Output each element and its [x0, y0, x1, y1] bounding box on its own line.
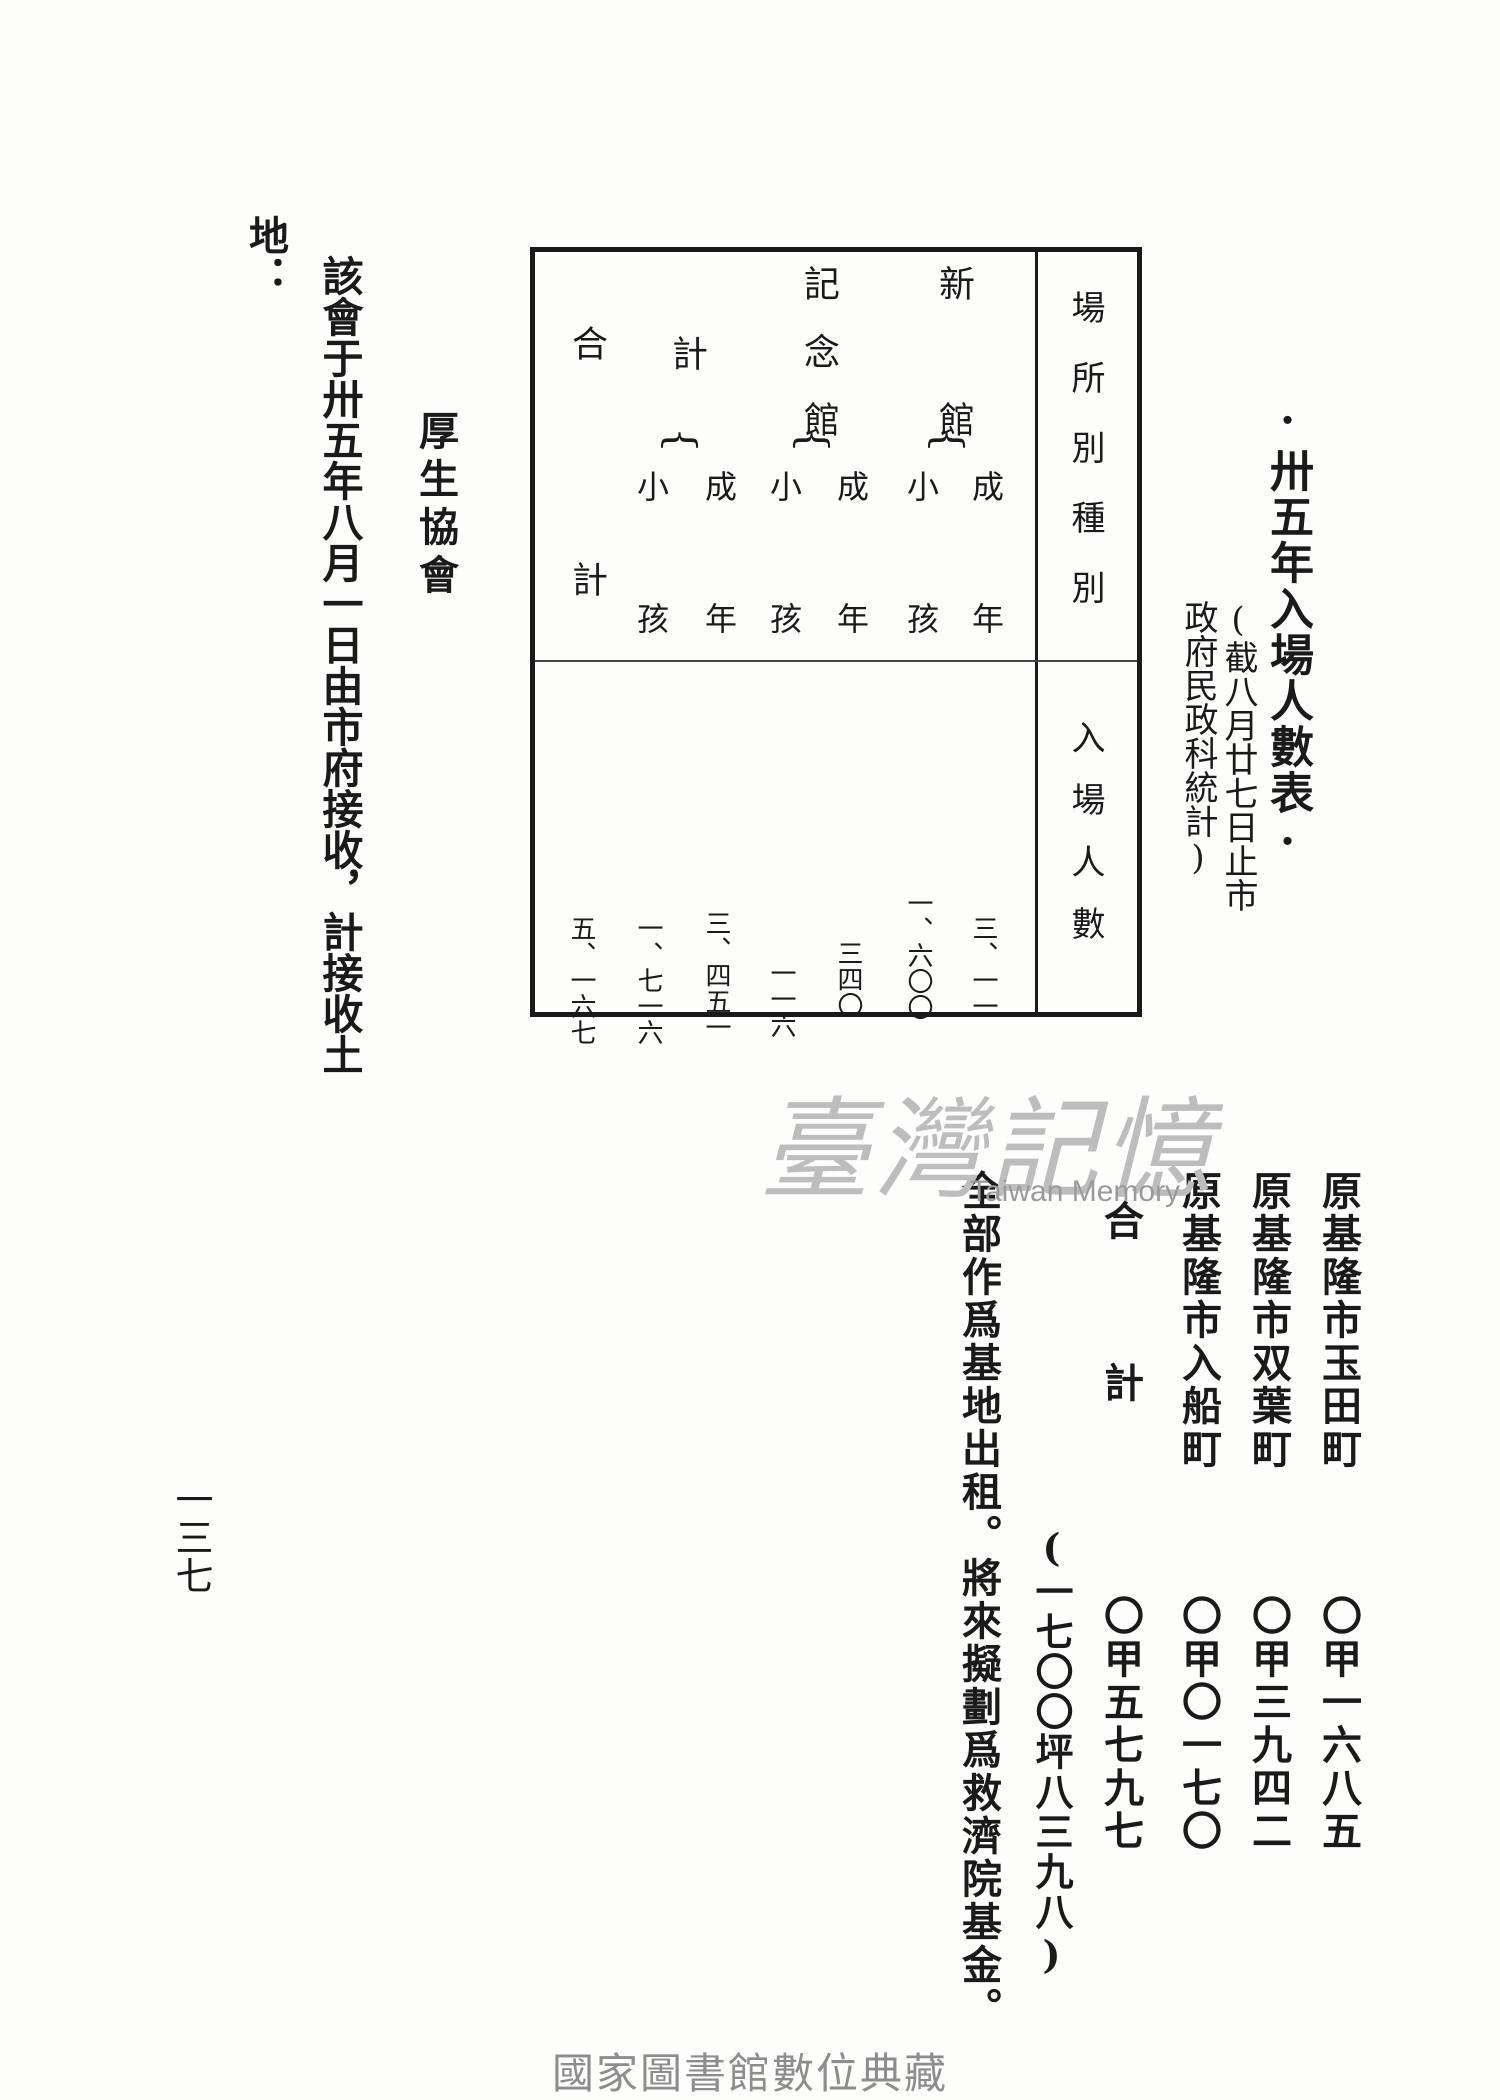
value-grand-total: 五、一六七 — [566, 915, 596, 1045]
subtotal-label: 計 — [666, 335, 707, 371]
memorial-adult-label: 成年 — [832, 470, 870, 734]
value-new-child: 一、六〇〇 — [903, 890, 933, 1020]
attendance-table — [530, 247, 1142, 1017]
area-note: (一七〇〇坪八三九八) — [1029, 1525, 1074, 1979]
land-total-label: 合 計 — [1097, 1200, 1144, 1416]
total-label: 合計 — [566, 325, 607, 797]
value-subtotal-child: 一、七一六 — [633, 915, 663, 1045]
land-row-3-place: 原基隆市入船町 — [1175, 1170, 1222, 1471]
table-divider — [1035, 252, 1038, 1012]
venue-new: 新館 — [933, 265, 974, 537]
land-row-1-place: 原基隆市玉田町 — [1315, 1170, 1362, 1471]
memorial-child-label: 小孩 — [765, 470, 803, 734]
land-total-value: 〇甲五七九七 — [1097, 1595, 1144, 1853]
brace-new: { — [924, 427, 971, 453]
source-note: (截八月廿七日止市政府民政科統計) — [1178, 600, 1258, 912]
section-body: 該會于卅五年八月一日由市府接收，計接收土 — [315, 255, 363, 1075]
footer-credit: 國家圖書館數位典藏 — [551, 2049, 948, 2098]
value-memorial-child: 一一六 — [766, 960, 796, 1038]
brace-memorial: { — [789, 427, 836, 453]
value-subtotal-adult: 三、四五一 — [701, 910, 731, 1040]
table-row-divider — [535, 660, 1137, 662]
section-title: 厚生協會 — [412, 410, 459, 602]
land-row-3-value: 〇甲〇一七〇 — [1175, 1595, 1222, 1853]
new-adult-label: 成年 — [967, 470, 1005, 734]
new-child-label: 小孩 — [902, 470, 940, 734]
section-end: 地： — [242, 215, 289, 295]
subtotal-adult-label: 成年 — [700, 470, 738, 734]
land-row-1-value: 〇甲一六八五 — [1315, 1595, 1362, 1853]
brace-subtotal: { — [657, 427, 704, 453]
page-number: 一三七 — [169, 1480, 213, 1594]
land-row-2-value: 〇甲三九四二 — [1245, 1595, 1292, 1853]
table-title: ·卅五年入場人數表· — [1262, 395, 1313, 869]
header-place-type: 場所別種別 — [1065, 290, 1105, 640]
value-memorial-adult: 三四〇 — [833, 940, 863, 1018]
header-count: 入場人數 — [1065, 720, 1105, 968]
land-row-2-place: 原基隆市双葉町 — [1245, 1170, 1292, 1471]
value-new-adult: 三、一一 — [968, 915, 998, 1019]
land-note: 全部作爲基地出租。將來擬劃爲救濟院基金。 — [955, 1170, 1002, 2030]
venue-memorial: 記念館 — [798, 265, 839, 469]
subtotal-child-label: 小孩 — [632, 470, 670, 734]
